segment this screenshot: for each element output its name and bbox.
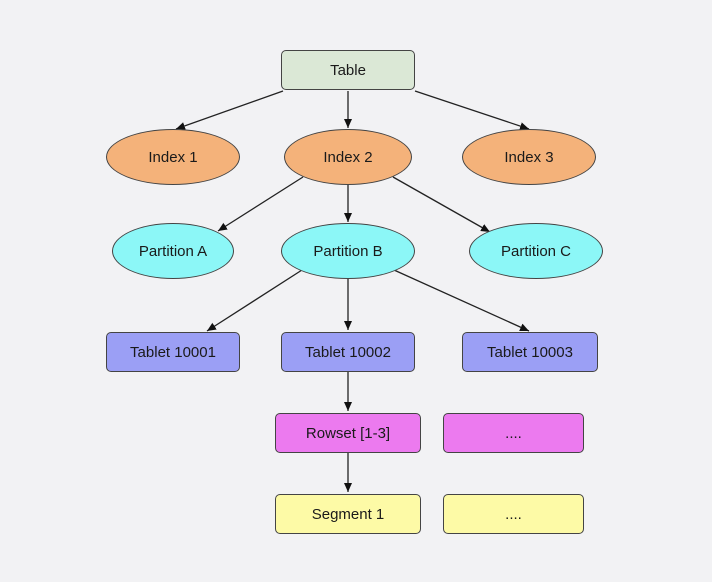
node-segment: Segment 1 (275, 494, 421, 534)
edge-table-index-3 (414, 90, 530, 130)
node-index-3: Index 3 (462, 129, 596, 185)
edge-index-2-partition-a (217, 176, 304, 232)
edge-partition-b-tablet-10001 (206, 269, 303, 332)
node-partition-b: Partition B (281, 223, 415, 279)
edge-table-index-1 (175, 90, 284, 130)
node-segment-more: .... (443, 494, 584, 534)
edge-index-2-partition-c (392, 176, 491, 233)
node-index-1: Index 1 (106, 129, 240, 185)
node-tablet-10003: Tablet 10003 (462, 332, 598, 372)
node-rowset-more: .... (443, 413, 584, 453)
node-tablet-10002: Tablet 10002 (281, 332, 415, 372)
node-tablet-10001: Tablet 10001 (106, 332, 240, 372)
node-partition-c: Partition C (469, 223, 603, 279)
edge-partition-b-tablet-10003 (393, 269, 530, 332)
node-table: Table (281, 50, 415, 90)
node-index-2: Index 2 (284, 129, 412, 185)
node-partition-a: Partition A (112, 223, 234, 279)
node-rowset: Rowset [1-3] (275, 413, 421, 453)
